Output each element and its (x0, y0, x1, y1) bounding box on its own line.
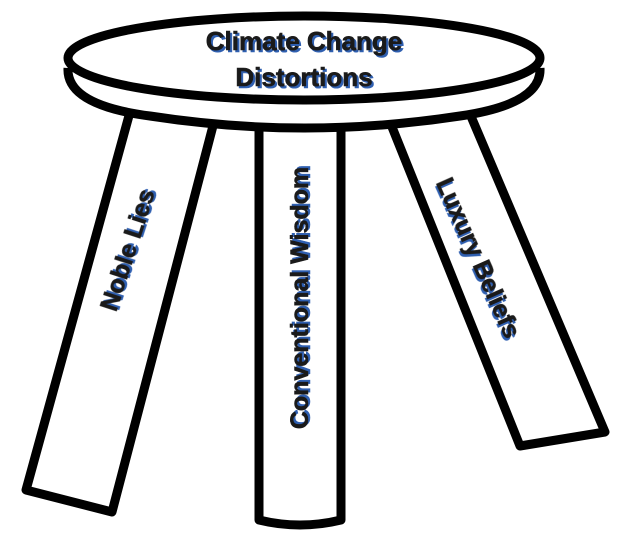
stool-seat (63, 11, 545, 133)
middle-leg (254, 113, 346, 530)
seat-title-line2: Distortions (235, 62, 372, 92)
middle-leg-label: Conventional Wisdom (286, 167, 314, 429)
seat-title: Climate Change Distortions (205, 26, 403, 93)
seat-title-line1: Climate Change (206, 26, 403, 56)
middle-leg-label-group: Conventional Wisdom (286, 167, 315, 430)
